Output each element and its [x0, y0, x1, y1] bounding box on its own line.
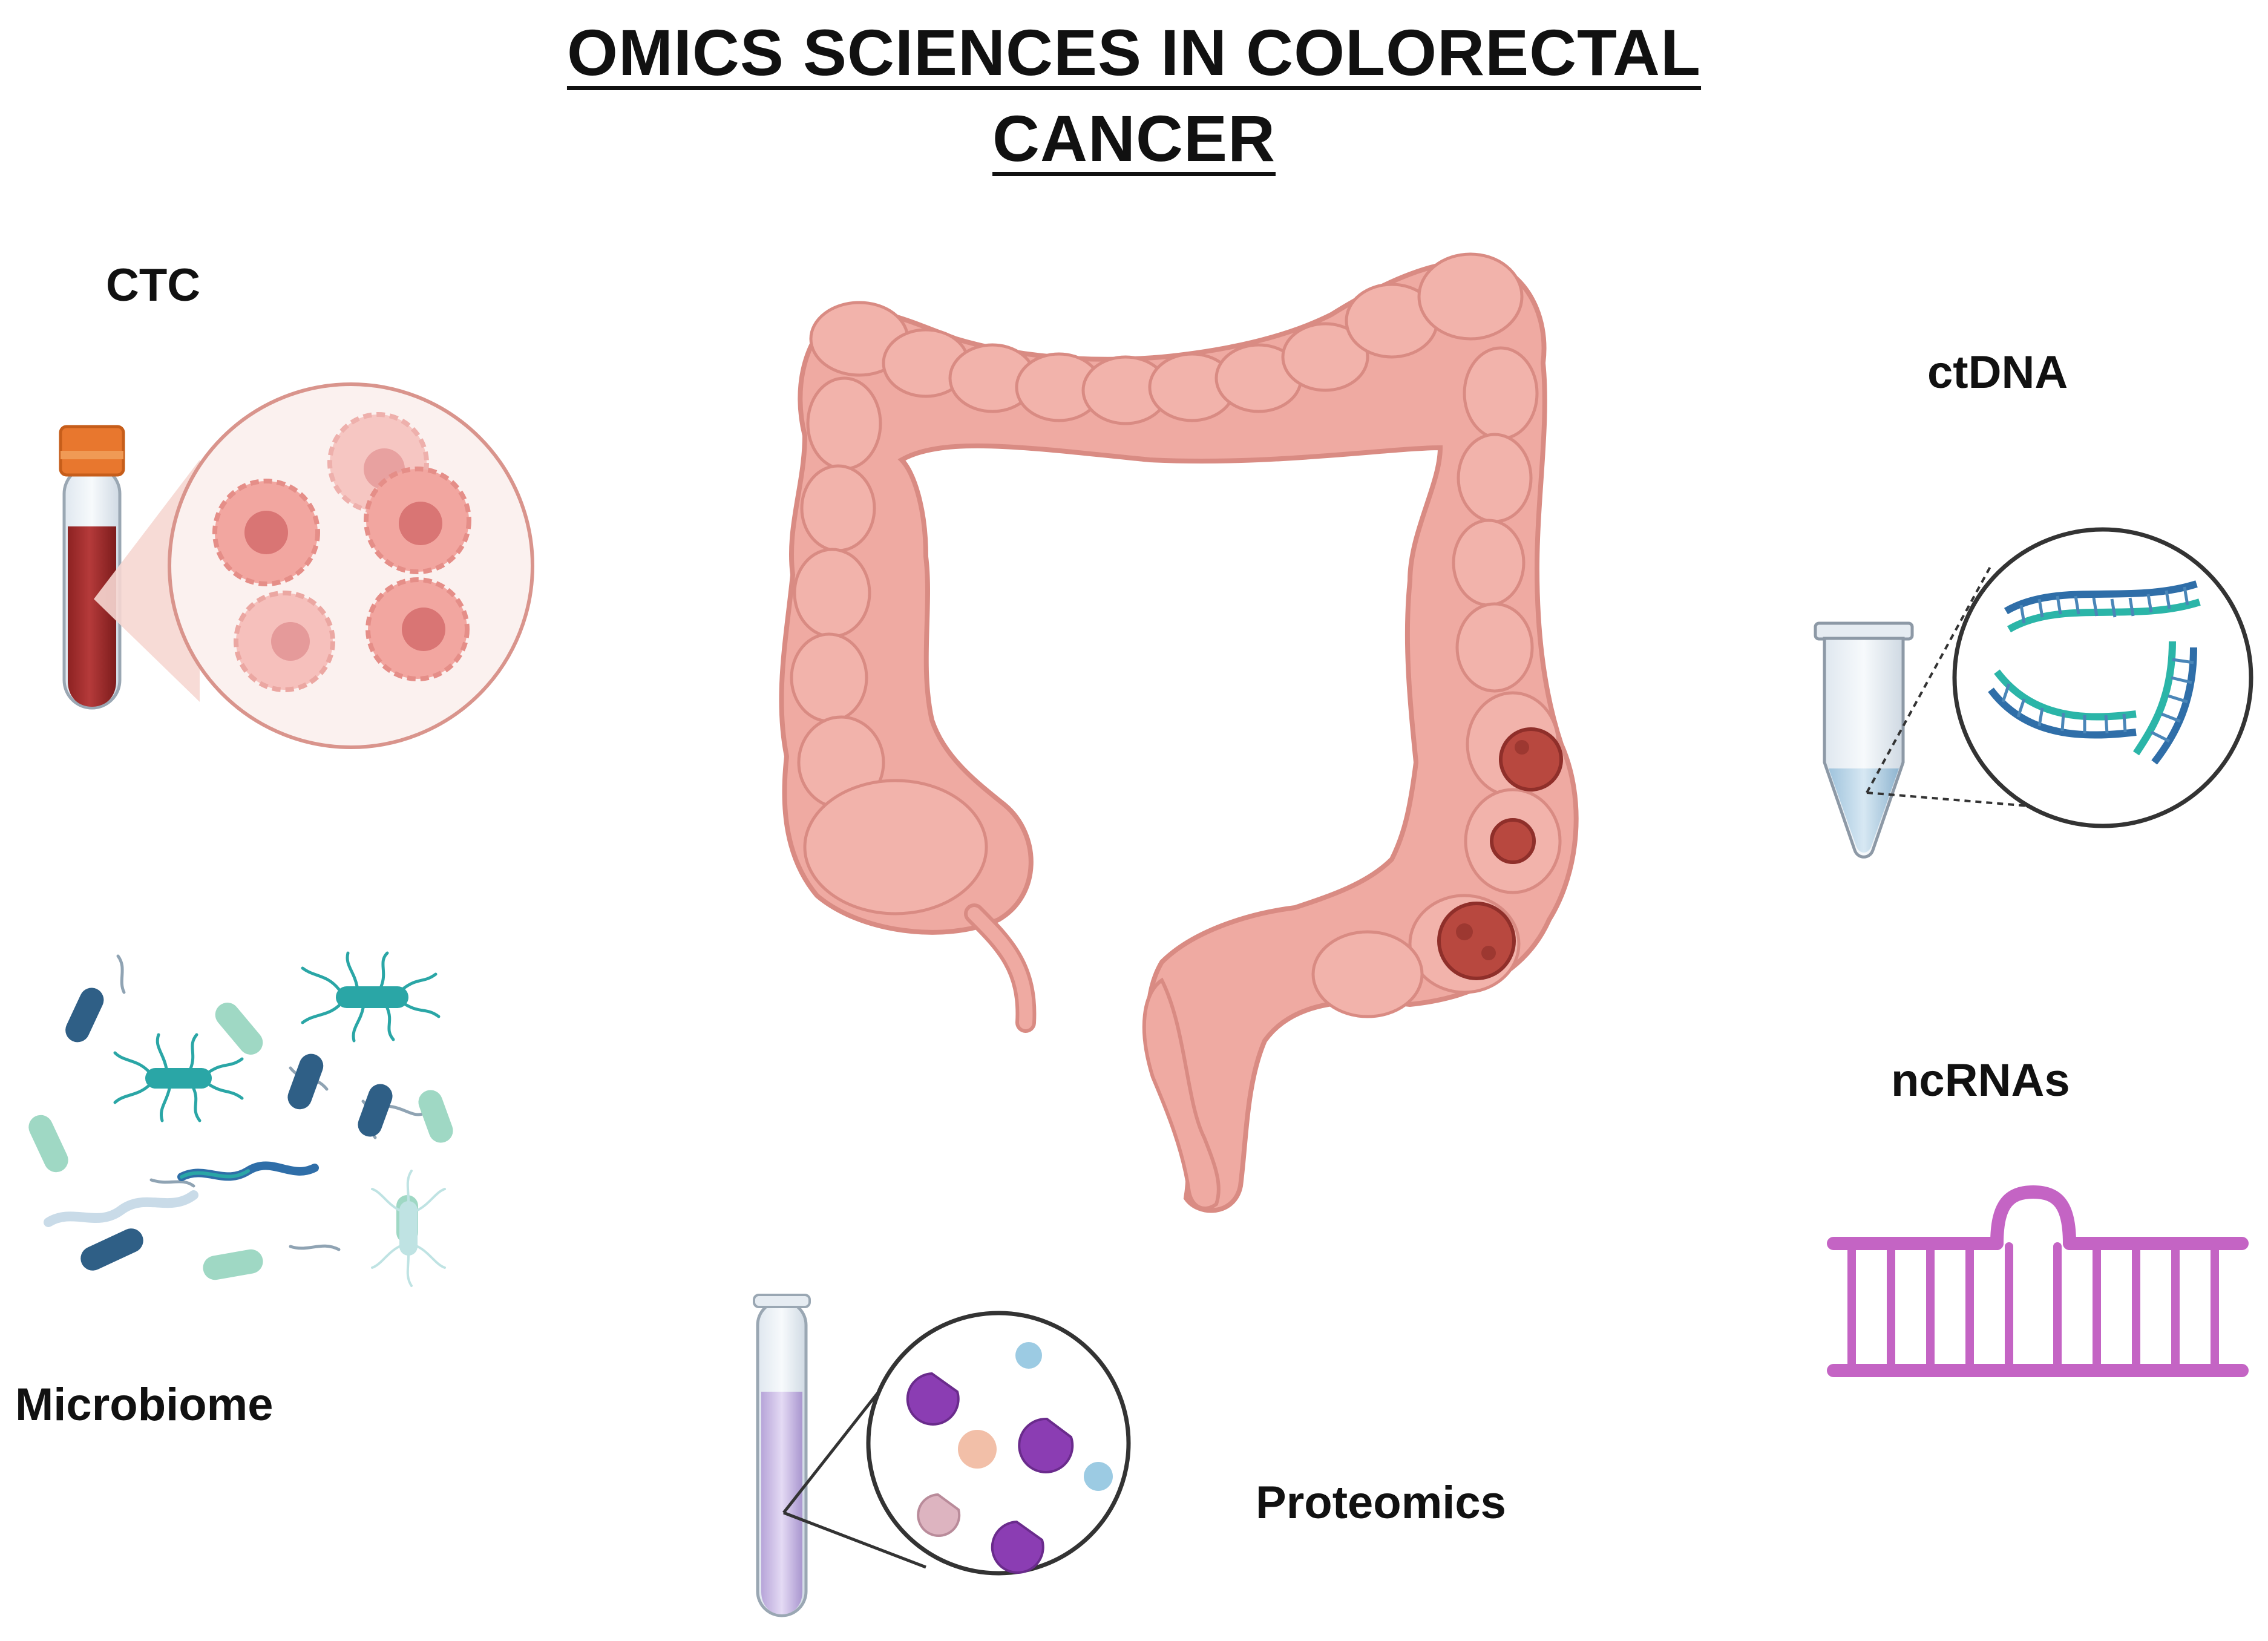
cell-magnifier-icon	[94, 382, 534, 749]
test-tube-icon	[753, 1294, 811, 1617]
label-microbiome: Microbiome	[15, 1379, 274, 1430]
label-ncrnas: ncRNAs	[1891, 1055, 2070, 1106]
protein-icon	[906, 1342, 1113, 1574]
tumor-icon	[1437, 727, 1563, 980]
protein-magnifier	[782, 1311, 1131, 1576]
title-line-1: OMICS SCIENCES IN COLORECTAL	[566, 16, 1702, 89]
dna-fragment-icon	[1988, 580, 2201, 765]
ncrna-hairpin-icon	[1827, 1185, 2249, 1377]
label-ctc: CTC	[106, 260, 201, 311]
label-ctdna: ctDNA	[1927, 347, 2068, 398]
label-proteomics: Proteomics	[1256, 1477, 1506, 1528]
blood-tube-icon	[59, 425, 125, 710]
bacteria-icon	[28, 951, 453, 1287]
colon-icon	[779, 252, 1579, 1213]
microtube-icon	[1814, 621, 1914, 859]
title-line-2: CANCER	[992, 102, 1276, 175]
